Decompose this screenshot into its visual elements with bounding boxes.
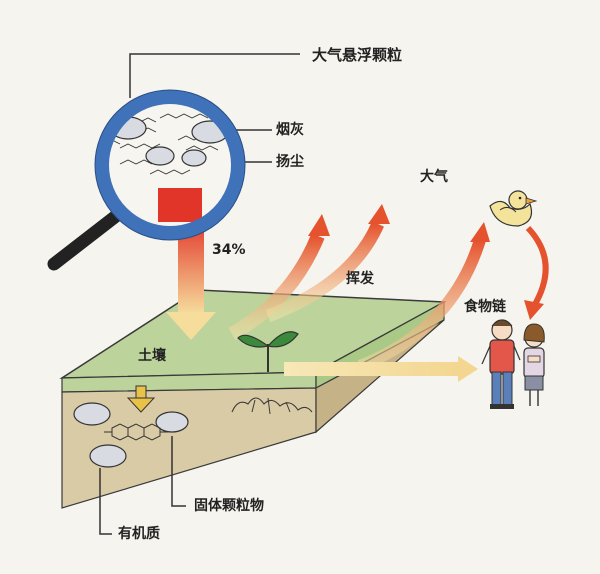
label-organic-matter: 有机质 [118, 526, 160, 542]
atmosphere-to-food-head [470, 222, 490, 242]
particle-3 [89, 444, 127, 468]
magnifier-ring-outline [94, 89, 246, 241]
particle-1 [73, 402, 111, 426]
bird-icon [489, 190, 538, 227]
lens-particle-4 [181, 149, 207, 167]
particle-2 [155, 411, 189, 433]
soil-particles [73, 385, 189, 468]
root-hairs [251, 397, 291, 415]
dioxin-molecule [104, 423, 168, 441]
label-soot: 烟灰 [276, 122, 304, 138]
atmosphere-to-food-arrow [357, 238, 486, 372]
woman-icon [523, 323, 545, 406]
leader-solid-particles [171, 436, 186, 507]
label-dust: 扬尘 [276, 154, 304, 170]
label-aerosol: 大气悬浮颗粒 [312, 46, 403, 64]
volatilize-arrow-1 [228, 233, 325, 341]
man-icon [481, 319, 521, 409]
magnifier-icon [47, 89, 246, 271]
plant-to-human-arrow [284, 362, 460, 376]
label-atmosphere: 大气 [420, 169, 448, 185]
label-soil: 土壤 [138, 348, 166, 364]
lens-particle-3 [145, 146, 175, 166]
label-volatilize: 挥发 [346, 271, 374, 287]
volatilize-arrow-1-head [308, 214, 330, 236]
red-block [158, 188, 202, 222]
plant-icon [237, 331, 299, 372]
plant-roots [231, 397, 313, 413]
bird-to-human-arrow [525, 225, 549, 308]
label-food-chain: 食物链 [464, 299, 506, 315]
label-solid-particles: 固体颗粒物 [194, 498, 264, 514]
down-arrow-head [126, 397, 156, 413]
volatilize-arrow-2-head [368, 204, 390, 224]
magnifier-handle [47, 209, 123, 271]
down-arrow-icon [135, 385, 147, 399]
plant-to-human-head [458, 356, 478, 382]
bird-to-human-head [524, 300, 544, 320]
leader-organic [99, 468, 112, 535]
leader-aerosol [129, 53, 300, 98]
volatilize-arrow-2 [265, 221, 384, 323]
deposition-arrow-head [166, 312, 216, 340]
label-percent: 34% [212, 242, 246, 258]
magnifier-ring [95, 90, 245, 240]
